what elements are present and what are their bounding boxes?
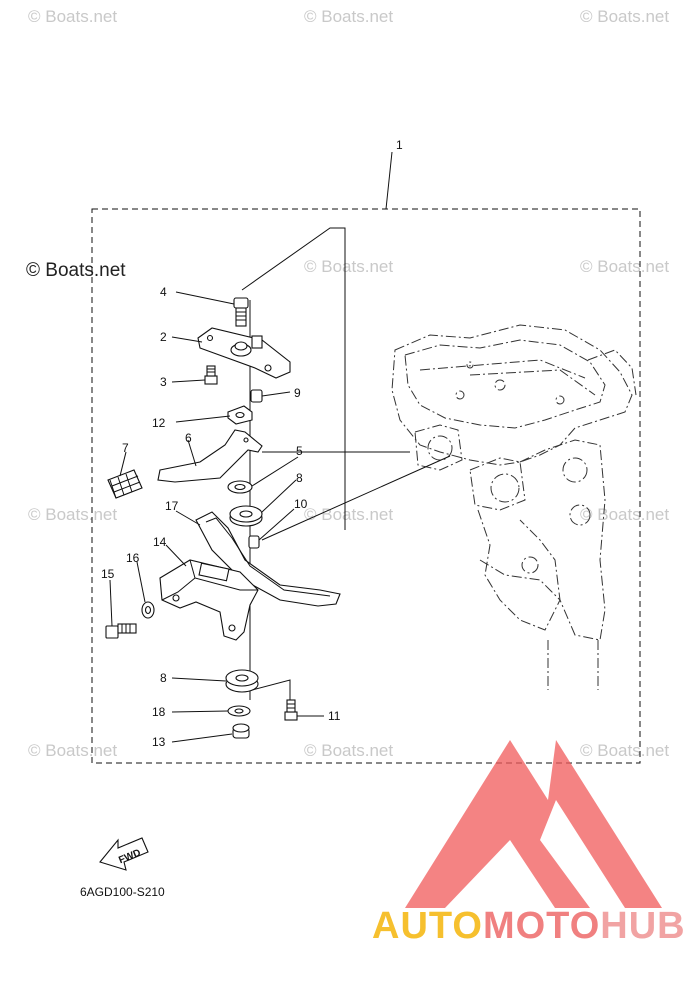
part-12-washer [227,405,253,425]
callout-15: 15 [101,567,115,581]
brand-logo: AUTOMOTOHUB [372,740,686,947]
watermark: © Boats.net [304,7,393,26]
assembly-guide-line [261,455,451,541]
part-4-bolt [233,297,249,327]
part-18-washer-hole [234,708,244,714]
watermark: © Boats.net [304,257,393,276]
watermark: © Boats.net [304,741,393,760]
assembly-guide-line [241,227,346,530]
callout-8-upper: 8 [296,471,303,485]
watermark: © Boats.net [580,257,669,276]
part-11-screw [284,699,298,721]
callout-14: 14 [153,535,167,549]
watermark: © Boats.net [580,7,669,26]
kit-boundary [91,208,641,764]
watermark-group: © Boats.net © Boats.net © Boats.net © Bo… [26,7,669,760]
callout-10: 10 [294,497,308,511]
part-5-washer-hole [234,483,246,491]
part-6-lever [157,429,263,483]
callout-5: 5 [296,444,303,458]
watermark: © Boats.net [580,505,669,524]
part-2-plate [197,327,291,379]
watermark: © Boats.net [28,7,117,26]
callout-3: 3 [160,375,167,389]
callout-16: 16 [126,551,140,565]
part-8-grommet-lower [225,669,259,693]
diagram-code: 6AGD100-S210 [80,885,165,899]
brand-part-hub: HUB [600,905,685,947]
watermark: © Boats.net [28,741,117,760]
watermark: © Boats.net [580,741,669,760]
part-13-nut [232,723,250,739]
part-8-grommet-upper [229,505,263,527]
callout-13: 13 [152,735,166,749]
callout-12: 12 [152,416,166,430]
watermark: © Boats.net [304,505,393,524]
watermark-dark: © Boats.net [26,260,126,281]
callout-8-lower: 8 [160,671,167,685]
callout-18: 18 [152,705,166,719]
brand-part-moto: MOTO [483,905,600,947]
part-14-bracket [159,559,259,641]
part-9-collar [250,389,263,403]
callout-4: 4 [160,285,167,299]
callout-11: 11 [328,709,341,723]
brand-logo-mark [405,740,662,908]
part-15-bolt [105,623,137,639]
callout-labels: 1 4 2 3 9 12 6 7 5 8 10 17 14 16 15 8 18… [101,138,403,749]
watermark: © Boats.net [28,505,117,524]
callout-9: 9 [294,386,301,400]
assembly-guide-line [251,679,291,705]
callout-6: 6 [185,431,192,445]
part-3-screw [204,365,218,385]
callout-17: 17 [165,499,179,513]
part-10-collar [248,535,260,549]
fwd-arrow: FWD [99,837,149,871]
callout-2: 2 [160,330,167,344]
brand-part-auto: AUTO [372,905,483,947]
part-7-grommet [107,469,143,499]
callout-7: 7 [122,441,129,455]
leader-lines [109,151,393,743]
brand-wordmark: AUTOMOTOHUB [372,905,686,947]
part-16-washer-hole [144,605,152,615]
callout-1: 1 [396,138,403,152]
